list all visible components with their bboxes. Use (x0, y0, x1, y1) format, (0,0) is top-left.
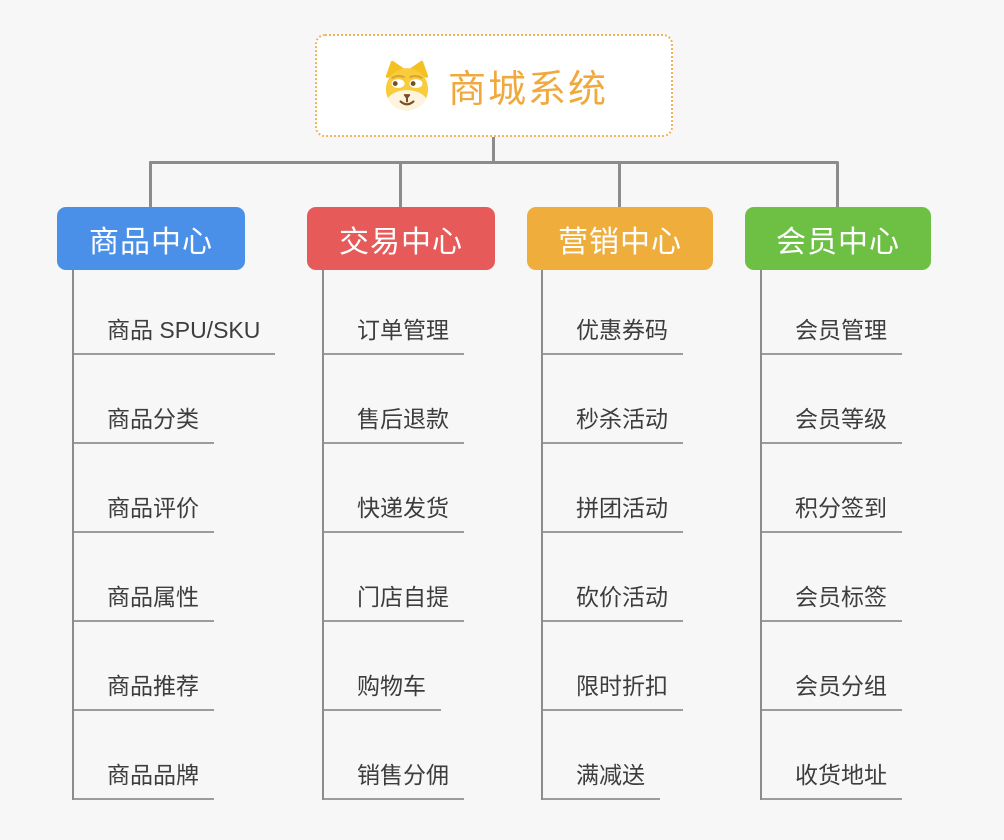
leaf-node-aftersale-refund[interactable]: 售后退款 (324, 400, 464, 444)
leaf-node-spend-and-save[interactable]: 满减送 (543, 756, 660, 800)
leaf-node-product-category[interactable]: 商品分类 (74, 400, 214, 444)
leaf-row: 商品 SPU/SKU (74, 270, 276, 355)
leaf-node-product-attribute[interactable]: 商品属性 (74, 578, 214, 622)
root-node-mall-system[interactable]: 商城系统 (315, 34, 673, 137)
leaf-row: 会员等级 (762, 355, 902, 444)
branch-product-children: 商品 SPU/SKU 商品分类 商品评价 商品属性 商品推荐 商品品牌 (72, 270, 276, 800)
branch-trade-children: 订单管理 售后退款 快递发货 门店自提 购物车 销售分佣 (322, 270, 464, 800)
leaf-row: 售后退款 (324, 355, 464, 444)
leaf-node-sales-commission[interactable]: 销售分佣 (324, 756, 464, 800)
leaf-node-limited-time-discount[interactable]: 限时折扣 (543, 667, 683, 711)
leaf-row: 购物车 (324, 622, 464, 711)
connector-drop-trade (399, 161, 402, 208)
category-node-marketing-center[interactable]: 营销中心 (527, 207, 713, 270)
leaf-node-product-spu-sku[interactable]: 商品 SPU/SKU (74, 311, 276, 355)
connector-drop-member (836, 161, 839, 208)
leaf-node-order-management[interactable]: 订单管理 (324, 311, 464, 355)
leaf-row: 会员标签 (762, 533, 902, 622)
leaf-row: 会员管理 (762, 270, 902, 355)
branch-member-children: 会员管理 会员等级 积分签到 会员标签 会员分组 收货地址 (760, 270, 902, 800)
leaf-node-group-buy[interactable]: 拼团活动 (543, 489, 683, 533)
leaf-node-member-management[interactable]: 会员管理 (762, 311, 902, 355)
leaf-row: 收货地址 (762, 711, 902, 800)
connector-drop-product (149, 161, 152, 208)
leaf-row: 积分签到 (762, 444, 902, 533)
leaf-row: 订单管理 (324, 270, 464, 355)
connector-drop-marketing (618, 161, 621, 208)
leaf-node-member-tags[interactable]: 会员标签 (762, 578, 902, 622)
leaf-row: 销售分佣 (324, 711, 464, 800)
leaf-node-member-level[interactable]: 会员等级 (762, 400, 902, 444)
leaf-node-bargain-activity[interactable]: 砍价活动 (543, 578, 683, 622)
leaf-node-express-delivery[interactable]: 快递发货 (324, 489, 464, 533)
leaf-row: 快递发货 (324, 444, 464, 533)
leaf-node-flash-sale[interactable]: 秒杀活动 (543, 400, 683, 444)
category-node-member-center[interactable]: 会员中心 (745, 207, 931, 270)
leaf-node-product-review[interactable]: 商品评价 (74, 489, 214, 533)
leaf-node-product-brand[interactable]: 商品品牌 (74, 756, 214, 800)
leaf-row: 砍价活动 (543, 533, 683, 622)
leaf-node-shipping-address[interactable]: 收货地址 (762, 756, 902, 800)
doge-icon (385, 60, 429, 110)
leaf-node-shopping-cart[interactable]: 购物车 (324, 667, 441, 711)
leaf-node-points-checkin[interactable]: 积分签到 (762, 489, 902, 533)
root-title: 商城系统 (447, 69, 608, 111)
category-node-product-center[interactable]: 商品中心 (57, 207, 245, 270)
leaf-row: 商品品牌 (74, 711, 275, 800)
leaf-row: 商品推荐 (74, 622, 275, 711)
leaf-node-store-pickup[interactable]: 门店自提 (324, 578, 464, 622)
leaf-node-member-groups[interactable]: 会员分组 (762, 667, 902, 711)
leaf-row: 拼团活动 (543, 444, 683, 533)
leaf-row: 秒杀活动 (543, 355, 683, 444)
leaf-row: 商品属性 (74, 533, 275, 622)
connector-root-drop (492, 136, 495, 164)
leaf-row: 满减送 (543, 711, 683, 800)
leaf-row: 门店自提 (324, 533, 464, 622)
leaf-row: 限时折扣 (543, 622, 683, 711)
leaf-node-coupon-code[interactable]: 优惠券码 (543, 311, 683, 355)
leaf-row: 会员分组 (762, 622, 902, 711)
leaf-row: 商品评价 (74, 444, 275, 533)
branch-marketing-children: 优惠券码 秒杀活动 拼团活动 砍价活动 限时折扣 满减送 (541, 270, 683, 800)
connector-horizontal-bus (149, 161, 838, 164)
leaf-row: 商品分类 (74, 355, 275, 444)
leaf-node-product-recommend[interactable]: 商品推荐 (74, 667, 214, 711)
leaf-row: 优惠券码 (543, 270, 683, 355)
category-node-trade-center[interactable]: 交易中心 (307, 207, 495, 270)
